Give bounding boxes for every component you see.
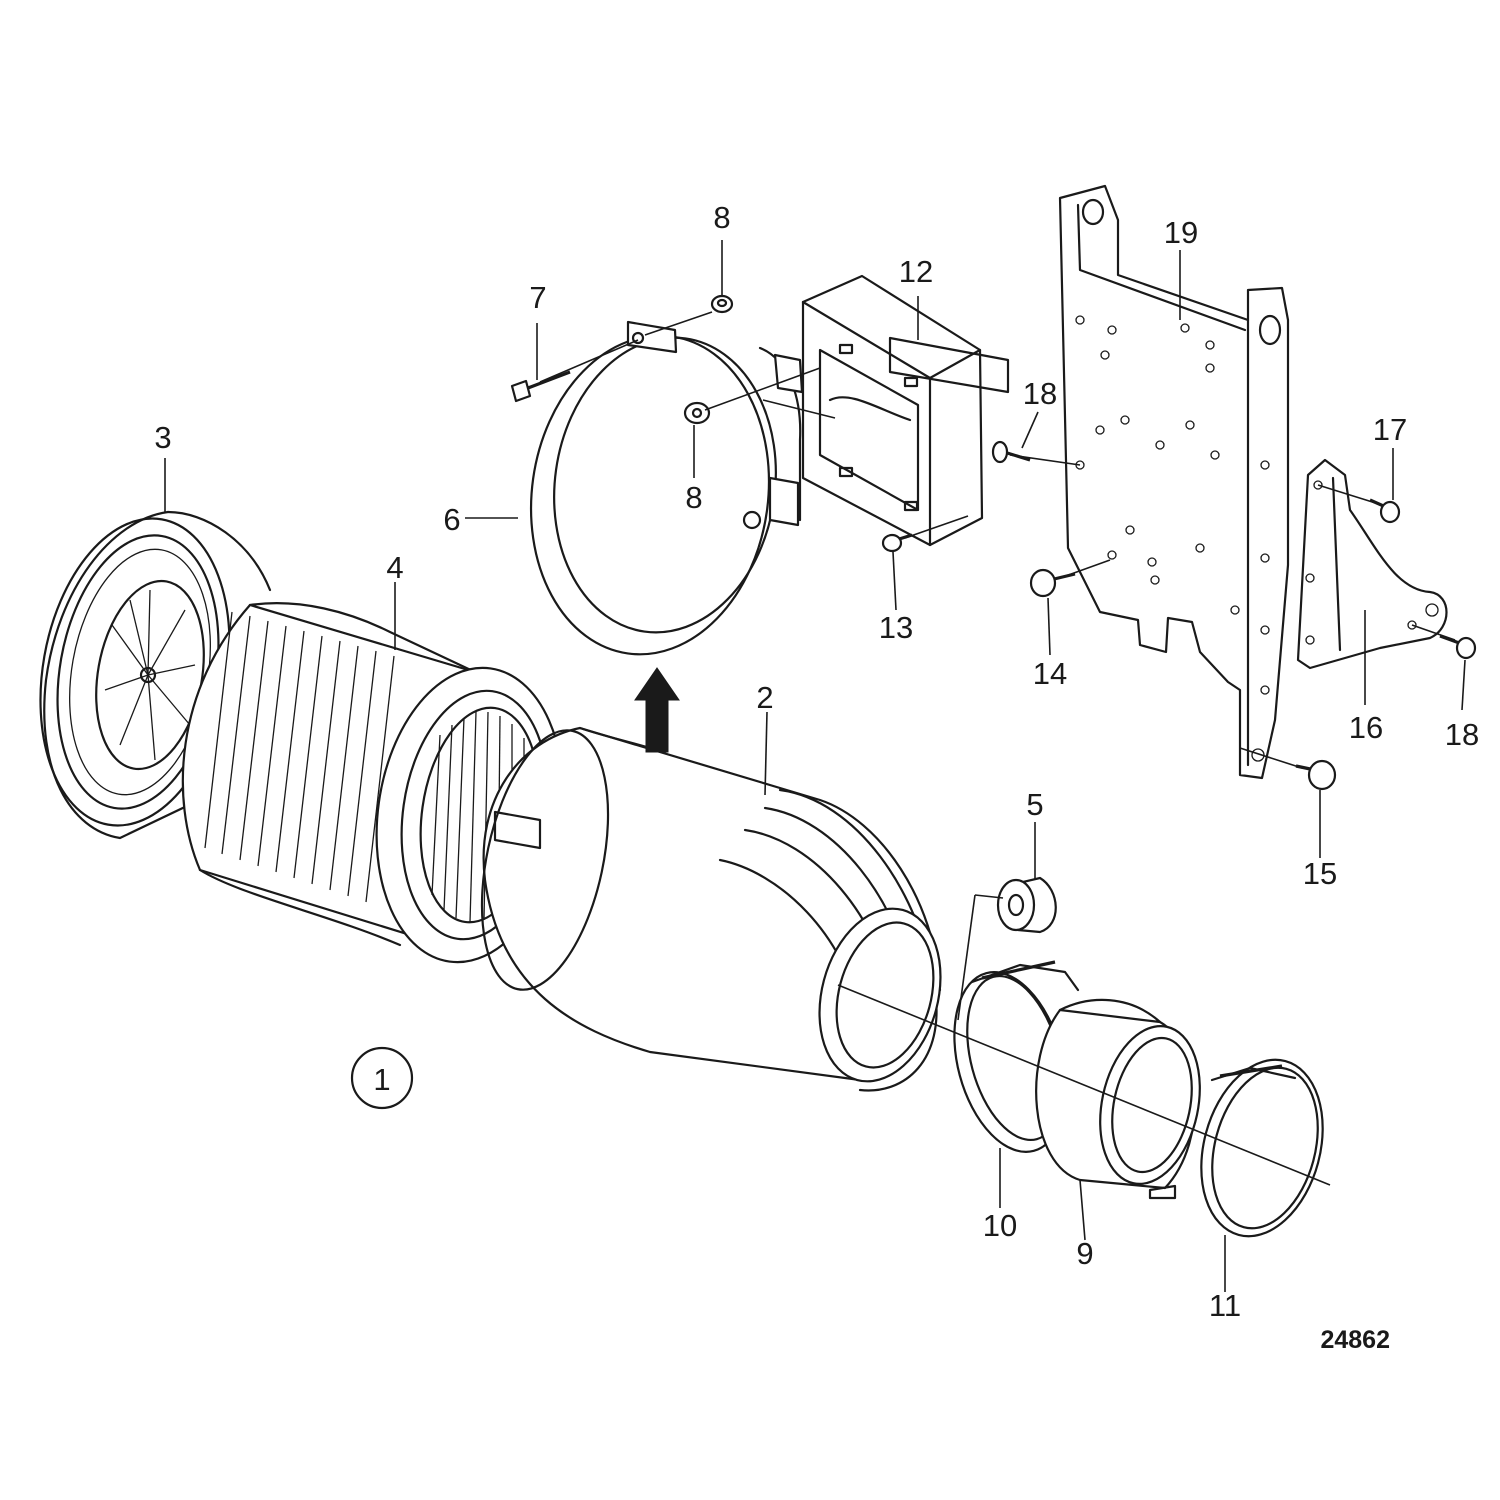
- bolt-18-lower: [1439, 634, 1477, 660]
- leader-lines: [164, 240, 1466, 1292]
- callout-14: 14: [1033, 656, 1067, 691]
- part-grommet: [996, 876, 1057, 934]
- part-rubber-hose: [1035, 998, 1201, 1200]
- bolt-7: [510, 370, 571, 403]
- filter-pleats: [204, 611, 395, 903]
- callout-17: 17: [1373, 412, 1407, 447]
- callout-5: 5: [1026, 787, 1043, 822]
- callout-9: 9: [1076, 1236, 1093, 1271]
- bolt-18-upper: [991, 440, 1031, 464]
- callout-11: 11: [1209, 1288, 1241, 1323]
- callout-2: 2: [756, 680, 773, 715]
- part-mounting-plate: [1058, 184, 1290, 780]
- nut-8-upper: [710, 294, 734, 314]
- callout-15: 15: [1303, 856, 1337, 891]
- callout-3: 3: [154, 420, 171, 455]
- cover-vanes: [104, 589, 196, 761]
- callout-10: 10: [983, 1208, 1017, 1243]
- bolt-15: [1295, 759, 1337, 791]
- callout-18-lower: 18: [1445, 717, 1479, 752]
- callout-13: 13: [879, 610, 913, 645]
- callout-4: 4: [386, 550, 403, 585]
- bolt-14: [1029, 568, 1076, 598]
- part-hose-clamp-outer: [1200, 1058, 1324, 1238]
- callout-7: 7: [529, 280, 546, 315]
- callout-19: 19: [1164, 215, 1198, 250]
- part-filter-element: [181, 602, 565, 964]
- callout-18-upper: 18: [1023, 376, 1057, 411]
- callout-8-lower: 8: [685, 480, 702, 515]
- assembly-callout-number: 1: [373, 1062, 390, 1097]
- assembly-callout: 1: [350, 1046, 414, 1110]
- part-bracket: [801, 274, 1010, 547]
- up-arrow-icon: [634, 667, 680, 753]
- nut-8-lower: [683, 401, 711, 425]
- callout-6: 6: [443, 502, 460, 537]
- callout-16: 16: [1349, 710, 1383, 745]
- figure-number: 24862: [1320, 1326, 1390, 1354]
- part-side-bracket: [1296, 458, 1448, 670]
- callout-labels: 2 3 4 5 6 7 8 8 9 10 11 12 13 14 15 16 1…: [154, 200, 1479, 1323]
- part-mounting-strap: [529, 320, 804, 656]
- callout-12: 12: [899, 254, 933, 289]
- callout-8-upper: 8: [713, 200, 730, 235]
- part-filter-housing: [480, 726, 942, 1092]
